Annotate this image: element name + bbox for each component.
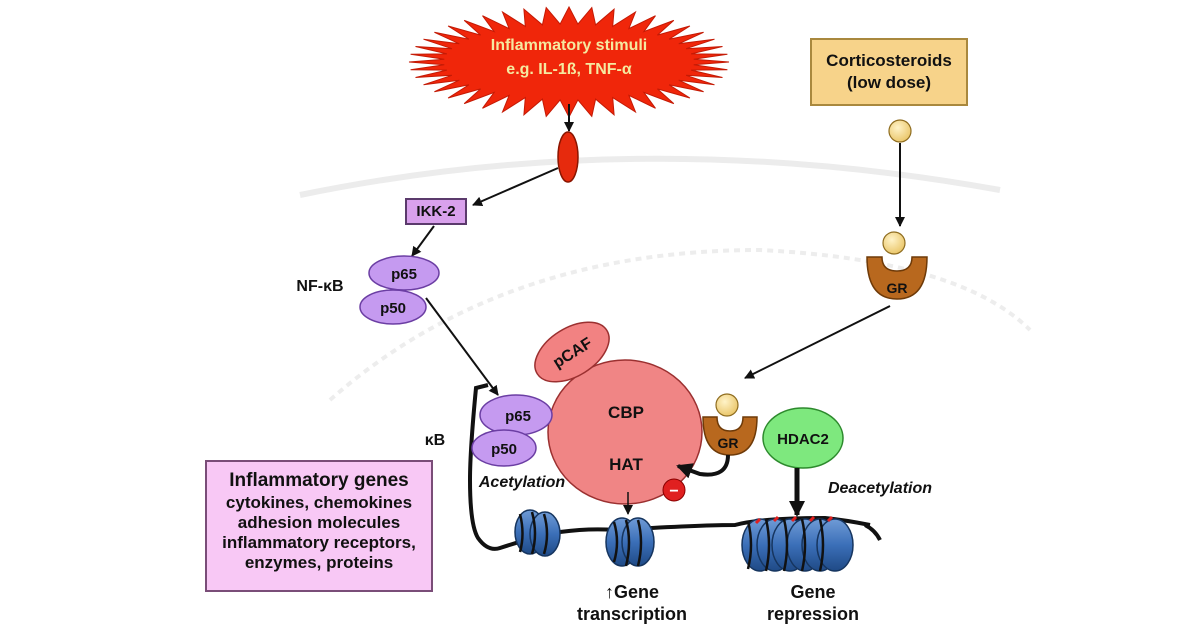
nucleosome-left (514, 509, 561, 557)
ikk2-label: IKK-2 (416, 203, 456, 220)
gr-complex-label: GR (718, 435, 739, 451)
nfkb-translocation-arrow (425, 297, 499, 396)
nfkb-label: NF-κB (296, 278, 343, 295)
stimulus-line1: Inflammatory stimuli (491, 37, 647, 54)
receptor-to-ikk-arrow (472, 167, 559, 206)
cbp-label: CBP (608, 403, 644, 422)
dna-strand-end (864, 523, 882, 541)
hdac2 (762, 407, 844, 469)
inflammatory-stimuli-burst (408, 5, 730, 119)
nfkb-p65 (368, 255, 440, 291)
corticosteroids-line2: (low dose) (846, 73, 932, 92)
hdac2-label: HDAC2 (777, 431, 829, 448)
inhibit-sign (662, 478, 686, 502)
gene-transcription-line2: transcription (577, 604, 687, 624)
cytoplasmic-ligand (882, 231, 906, 255)
gene-transcription-line1: ↑Gene (605, 582, 659, 602)
cbp-hat-complex (547, 359, 703, 505)
gr-inhibits-hat-arrow (676, 454, 730, 479)
glucocorticoid-receptor (866, 256, 928, 300)
hat-label: HAT (609, 455, 643, 474)
kb-site-label: κB (425, 432, 445, 449)
inflammatory-gene-item: adhesion molecules (237, 513, 401, 532)
inflammatory-gene-item: inflammatory receptors, (222, 533, 416, 552)
nuclear-membrane (328, 247, 1032, 402)
nfkb-p50-label: p50 (380, 300, 406, 317)
nuclear-p50 (471, 429, 537, 467)
ikk-to-nfkb-arrow (411, 225, 435, 257)
gene-repression-line2: repression (767, 604, 859, 624)
membrane-receptor (557, 131, 579, 183)
nuclear-gr (702, 416, 758, 456)
corticosteroid-ligand (888, 119, 912, 143)
inflammatory-genes-box: Inflammatory genes cytokines, chemokines… (205, 460, 433, 592)
gr-receptor-label: GR (887, 280, 908, 296)
nuclear-p50-label: p50 (491, 441, 517, 458)
nuclear-ligand (715, 393, 739, 417)
pcaf (534, 321, 610, 383)
stimulus-line2: e.g. IL-1ß, TNF-α (506, 61, 632, 78)
acetylation-label: Acetylation (478, 474, 565, 491)
cell-membrane (299, 155, 1001, 198)
inflammatory-gene-item: enzymes, proteins (244, 553, 394, 572)
nfkb-p65-label: p65 (391, 266, 417, 283)
inflammatory-gene-item: cytokines, chemokines (225, 493, 413, 512)
nucleosome-condensed (741, 515, 854, 572)
corticosteroids-box: Corticosteroids (low dose) (810, 38, 968, 106)
gr-translocation-arrow (744, 305, 891, 379)
corticosteroids-line1: Corticosteroids (826, 51, 952, 70)
ikk2-box: IKK-2 (405, 198, 467, 225)
deacetylation-label: Deacetylation (828, 480, 932, 497)
nucleosome-middle (605, 517, 655, 567)
gene-repression-line1: Gene (790, 582, 835, 602)
nfkb-p50 (359, 289, 427, 325)
inhibit-sign-label: − (669, 483, 678, 500)
nuclear-p65-label: p65 (505, 408, 531, 425)
inflammatory-genes-title: Inflammatory genes (229, 470, 409, 491)
